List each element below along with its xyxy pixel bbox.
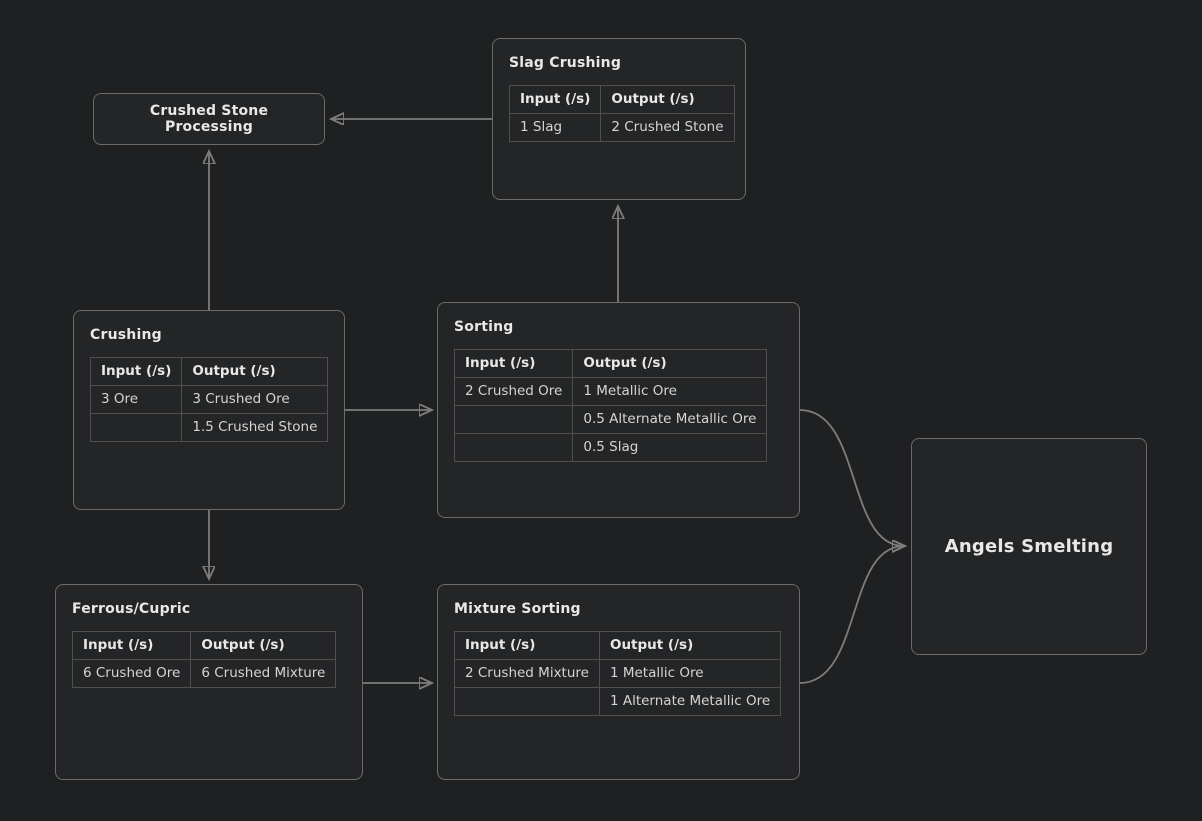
table-cell [453, 405, 574, 434]
node-title: Crushed Stone Processing [149, 103, 269, 135]
table-cell: 1 Metallic Ore [572, 377, 768, 406]
table-header-row: Input (/s)Output (/s) [89, 357, 329, 386]
table-cell: 0.5 Alternate Metallic Ore [572, 405, 768, 434]
table-cell [89, 413, 183, 442]
table-header-cell: Output (/s) [572, 349, 768, 378]
table-header-row: Input (/s)Output (/s) [71, 631, 337, 660]
table-row: 1.5 Crushed Stone [89, 413, 329, 442]
table-cell [454, 687, 600, 716]
table-row: 1 Alternate Metallic Ore [454, 687, 782, 716]
table-cell: 1 Slag [508, 113, 602, 142]
table-cell: 0.5 Slag [572, 433, 768, 462]
table-cell: 2 Crushed Stone [600, 113, 735, 142]
table-header-cell: Input (/s) [71, 631, 192, 660]
node-title: Angels Smelting [944, 536, 1114, 557]
table-header-row: Input (/s)Output (/s) [454, 631, 782, 660]
table-header-cell: Output (/s) [190, 631, 337, 660]
table-header-cell: Input (/s) [508, 85, 602, 114]
node-title: Ferrous/Cupric [72, 601, 191, 617]
table-cell: 2 Crushed Ore [453, 377, 574, 406]
table-cell: 6 Crushed Ore [71, 659, 192, 688]
table-row: 0.5 Slag [453, 433, 768, 462]
table-header-cell: Output (/s) [181, 357, 329, 386]
table-cell: 1.5 Crushed Stone [181, 413, 329, 442]
table-header-cell: Input (/s) [453, 349, 574, 378]
table-cell: 2 Crushed Mixture [454, 659, 600, 688]
table-header-row: Input (/s)Output (/s) [453, 349, 768, 378]
table-cell: 3 Crushed Ore [181, 385, 329, 414]
edge-mixture-sorting-to-angels-smelting [799, 546, 904, 684]
node-crushed-stone-processing: Crushed Stone Processing [93, 93, 325, 145]
node-title: Crushing [90, 327, 162, 343]
table-header-row: Input (/s)Output (/s) [508, 85, 735, 114]
table-header-cell: Output (/s) [598, 631, 782, 660]
table-header-cell: Output (/s) [600, 85, 735, 114]
node-sorting: Sorting Input (/s)Output (/s)2 Crushed O… [437, 302, 800, 518]
table-cell: 6 Crushed Mixture [190, 659, 337, 688]
node-title: Slag Crushing [509, 55, 622, 71]
table-cell: 3 Ore [89, 385, 183, 414]
table-cell [453, 433, 574, 462]
table-cell: 1 Alternate Metallic Ore [598, 687, 782, 716]
table-cell: 1 Metallic Ore [598, 659, 782, 688]
table-header-cell: Input (/s) [89, 357, 183, 386]
table-row: 0.5 Alternate Metallic Ore [453, 405, 768, 434]
node-ferrous-cupric: Ferrous/Cupric Input (/s)Output (/s)6 Cr… [55, 584, 363, 780]
node-slag-crushing: Slag Crushing Input (/s)Output (/s)1 Sla… [492, 38, 746, 200]
node-title: Sorting [454, 319, 514, 335]
node-angels-smelting: Angels Smelting [911, 438, 1147, 655]
edge-sorting-to-angels-smelting [799, 409, 904, 546]
node-mixture-sorting: Mixture Sorting Input (/s)Output (/s)2 C… [437, 584, 800, 780]
table-header-cell: Input (/s) [454, 631, 600, 660]
node-title: Mixture Sorting [454, 601, 581, 617]
